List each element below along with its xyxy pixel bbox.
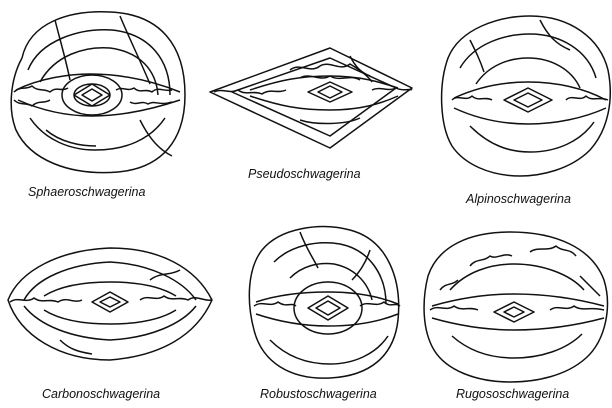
label-rugososchwagerina: Rugososchwagerina	[456, 387, 569, 401]
label-robustoschwagerina: Robustoschwagerina	[260, 387, 377, 401]
specimen-rugososchwagerina	[424, 232, 607, 382]
specimen-robustoschwagerina	[249, 227, 400, 379]
specimen-sphaeroschwagerina	[11, 12, 185, 173]
label-sphaeroschwagerina: Sphaeroschwagerina	[28, 185, 145, 199]
specimen-alpinoschwagerina	[442, 16, 611, 176]
specimen-pseudoschwagerina	[210, 48, 412, 148]
label-alpinoschwagerina: Alpinoschwagerina	[465, 192, 571, 206]
label-pseudoschwagerina: Pseudoschwagerina	[248, 167, 361, 181]
label-carbonoschwagerina: Carbonoschwagerina	[42, 387, 160, 401]
specimen-carbonoschwagerina	[8, 248, 212, 360]
